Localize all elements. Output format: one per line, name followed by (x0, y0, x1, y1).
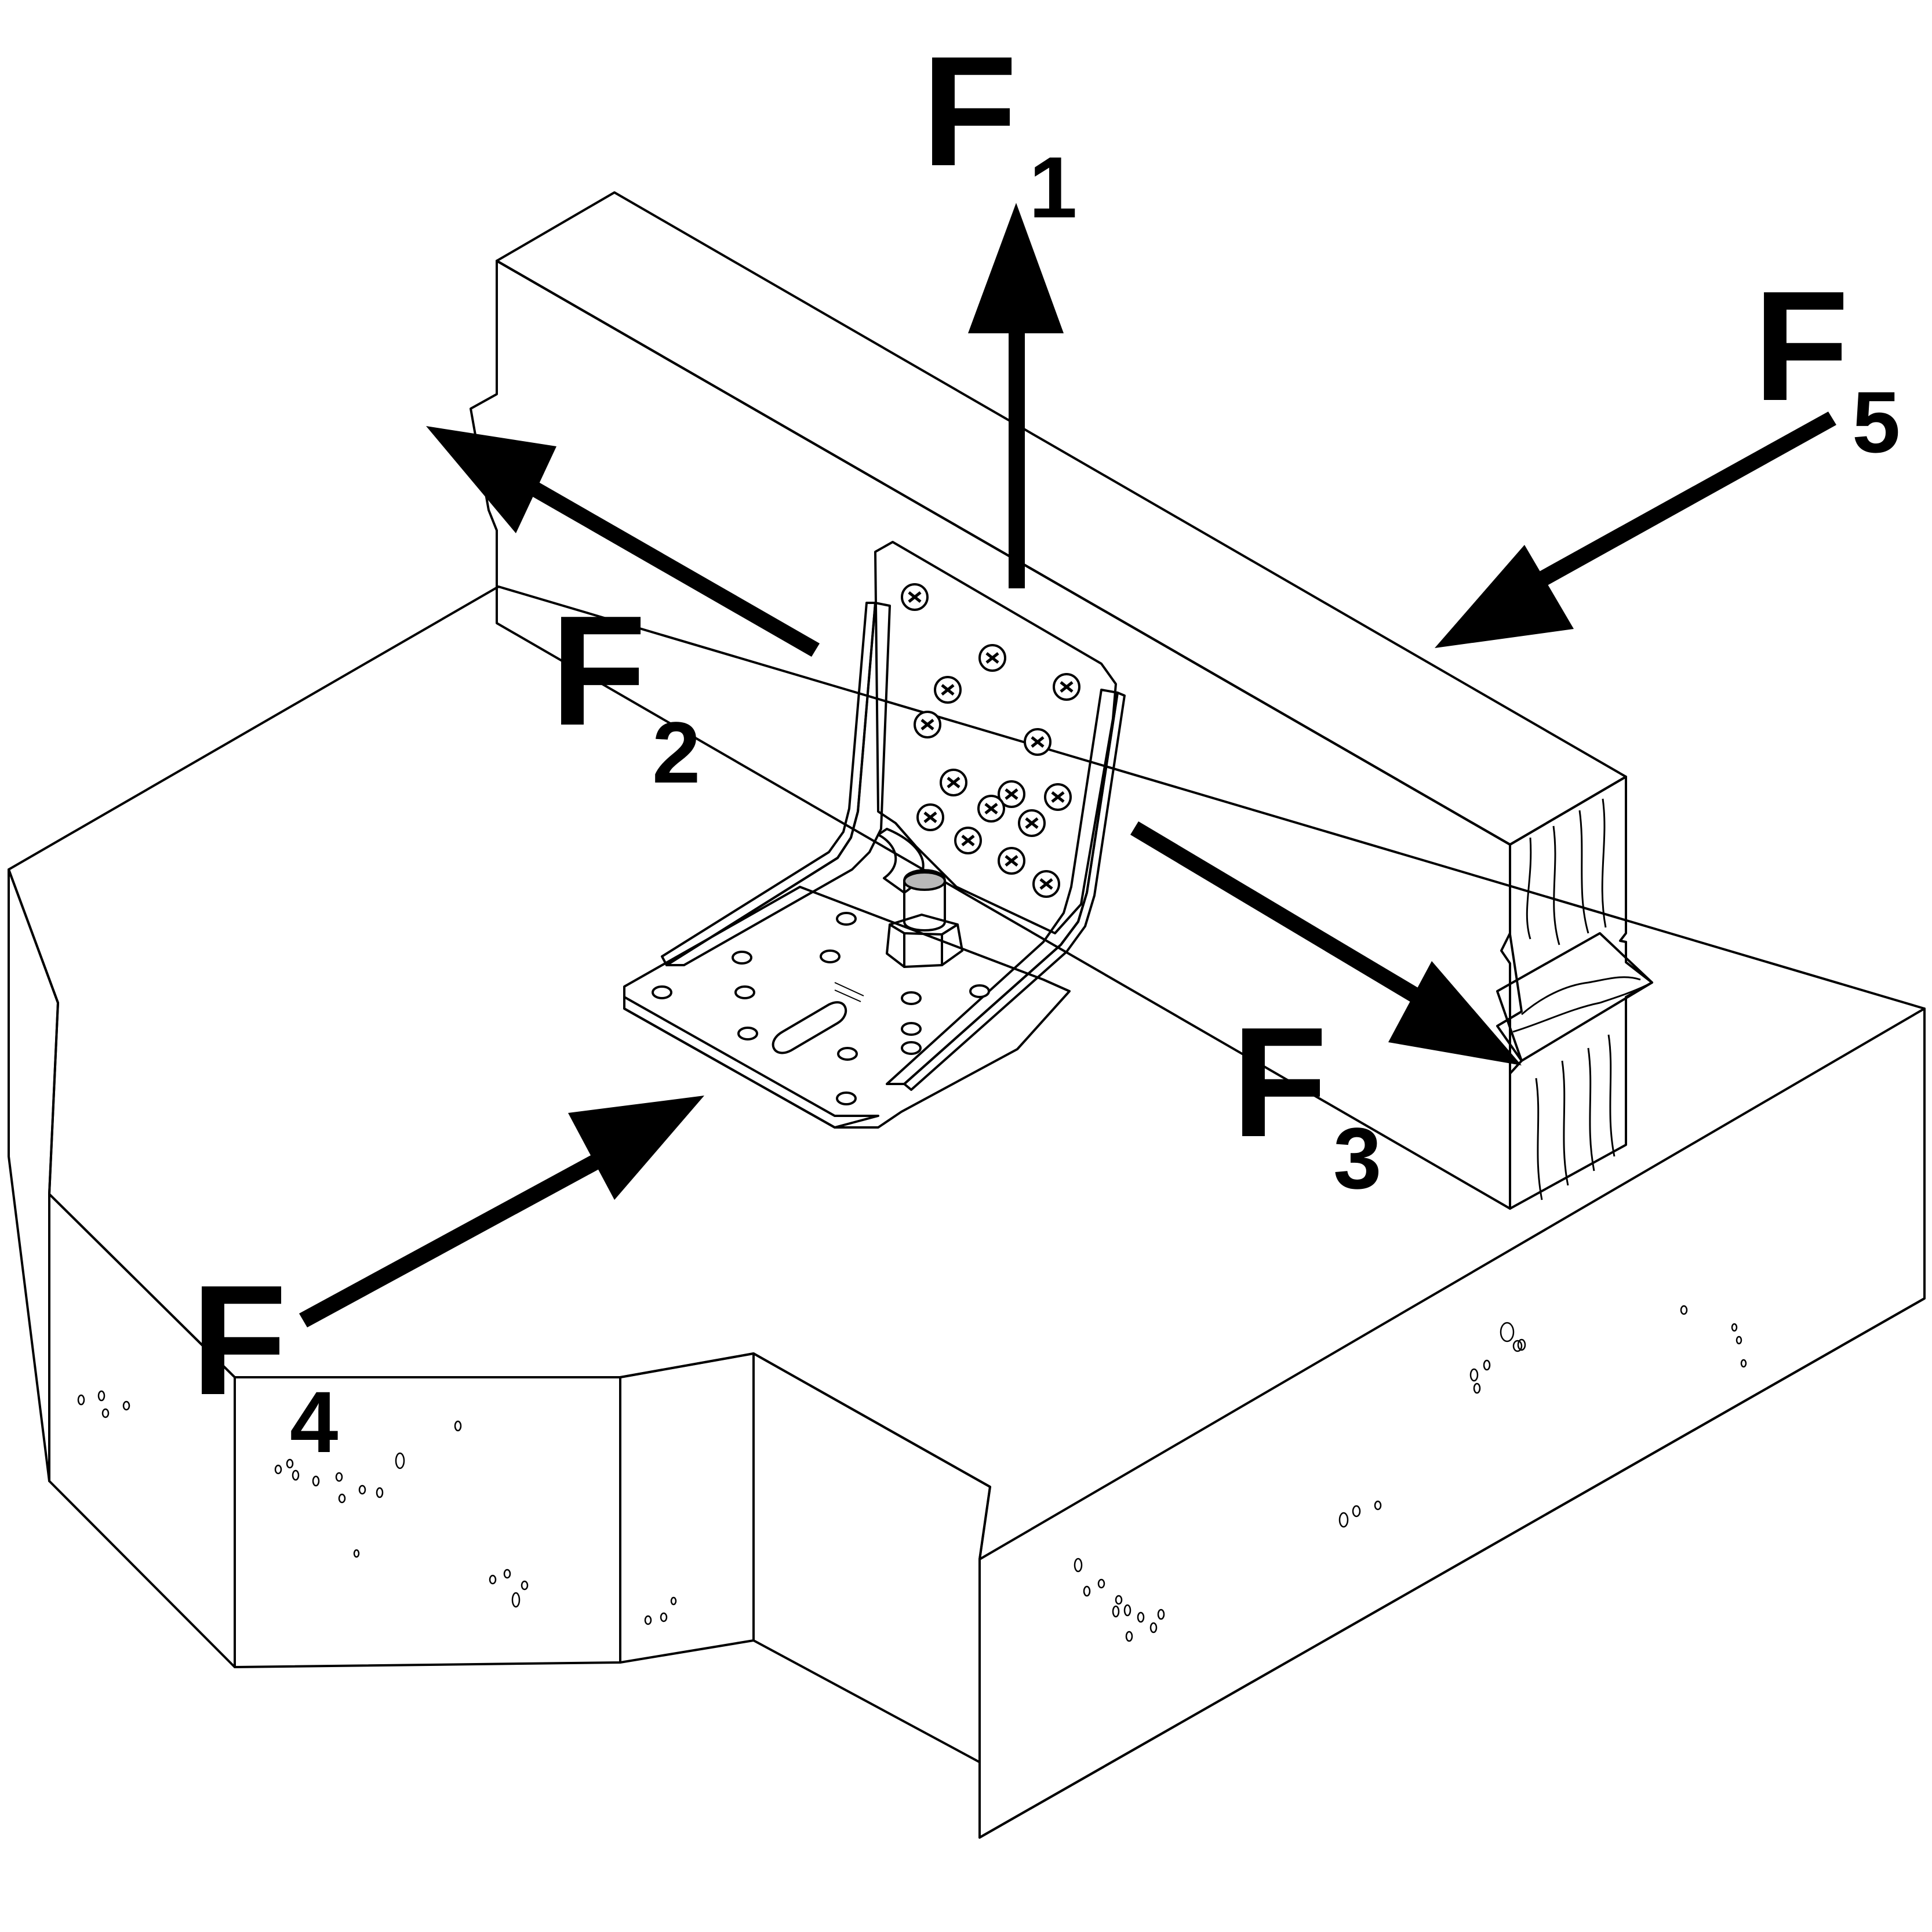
nut (886, 914, 963, 968)
screw-icon (977, 795, 1005, 823)
screw-icon (916, 803, 944, 831)
beam-break-wedge (1496, 932, 1653, 1062)
screw-icon (998, 780, 1025, 808)
bracket-vertical-plate (874, 541, 1117, 934)
base-plate-holes (652, 912, 990, 1105)
bracket-left-rib-edge (661, 602, 876, 966)
screw-icon (998, 847, 1025, 875)
force-arrows (299, 203, 1836, 1327)
force-arrow-f3 (1130, 821, 1522, 1065)
angle-bracket (623, 541, 1126, 1129)
concrete-slab (8, 585, 1926, 1839)
concrete-left-face (8, 868, 59, 1482)
bolt-shaft (903, 869, 946, 932)
concrete-right-face (978, 1007, 1926, 1839)
screw-icon (1044, 783, 1072, 811)
label-f5-letter: F (1753, 259, 1849, 434)
force-arrow-f5 (1435, 412, 1836, 648)
screw-icon (1032, 870, 1060, 898)
label-f2-subscript: 2 (652, 704, 700, 801)
label-f3-letter: F (1232, 995, 1327, 1170)
concrete-specks (77, 1305, 1747, 1642)
bracket-screws (901, 583, 1080, 898)
label-f1-letter: F (922, 24, 1017, 199)
label-f1-subscript: 1 (1029, 139, 1077, 236)
bracket-slot (772, 1001, 847, 1054)
bracket-stamp (834, 982, 864, 1002)
force-arrow-f2 (426, 426, 820, 657)
label-f3: F 3 (1232, 995, 1381, 1207)
label-f4-subscript: 4 (290, 1373, 338, 1471)
screw-icon (1053, 673, 1080, 701)
label-f5-subscript: 5 (1852, 373, 1900, 471)
beam-end-face (1496, 776, 1653, 1210)
screw-icon (901, 583, 929, 611)
concrete-top-face (8, 585, 1926, 1839)
bolt-top (903, 871, 946, 891)
force-labels: F 1 F 2 F 3 F 4 F 5 (191, 24, 1900, 1471)
bracket-base-edge (623, 996, 879, 1129)
concrete-notch-face-a (619, 1352, 755, 1664)
screw-icon (1018, 809, 1046, 837)
label-f4-letter: F (191, 1253, 287, 1428)
screw-icon (978, 644, 1006, 672)
label-f1: F 1 (922, 24, 1077, 236)
screw-icon (1024, 728, 1051, 756)
bracket-right-rib-edge (903, 692, 1126, 1091)
beam-edge-line (496, 260, 1511, 846)
screw-icon (934, 676, 962, 704)
label-f4: F 4 (191, 1253, 338, 1471)
force-arrow-f4 (299, 1096, 704, 1327)
force-arrow-f1 (968, 203, 1064, 588)
label-f2: F 2 (551, 584, 700, 801)
anchor-bolt (886, 869, 963, 968)
label-f5: F 5 (1753, 259, 1900, 471)
label-f2-letter: F (551, 584, 646, 758)
concrete-notch-face-b (752, 1352, 991, 1763)
screw-icon (914, 711, 941, 738)
screw-icon (940, 769, 967, 796)
screw-icon (954, 827, 982, 854)
timber-beam (470, 191, 1653, 1210)
end-grain (1512, 798, 1647, 1200)
label-f3-subscript: 3 (1333, 1109, 1381, 1207)
